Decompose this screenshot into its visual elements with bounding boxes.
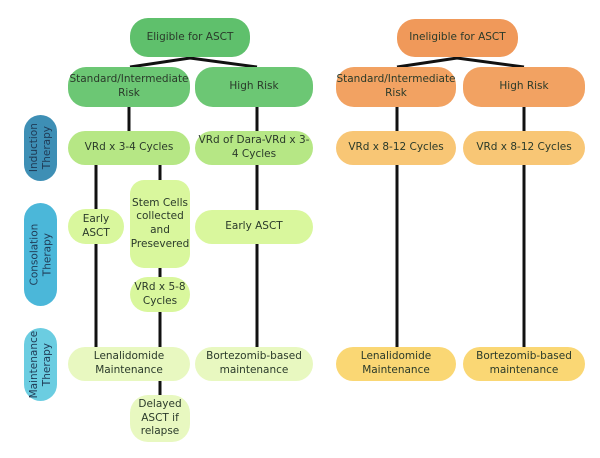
eligible-standard-maintenance: Lenalidomide Maintenance bbox=[68, 347, 190, 381]
early-asct-right: Early ASCT bbox=[195, 210, 313, 244]
ineligible-high-induction: VRd x 8-12 Cycles bbox=[463, 131, 585, 165]
eligible-high-maintenance: Bortezomib-based maintenance bbox=[195, 347, 313, 381]
ineligible-standard-maintenance: Lenalidomide Maintenance bbox=[336, 347, 456, 381]
ineligible-node: Ineligible for ASCT bbox=[397, 19, 518, 57]
stem-cells-node: Stem Cells collected and Presevered bbox=[130, 180, 190, 268]
eligible-standard-induction: VRd x 3-4 Cycles bbox=[68, 131, 190, 165]
phase-consolidation: Consolation Therapy bbox=[24, 203, 57, 306]
ineligible-standard-node: Standard/Intermediate Risk bbox=[336, 67, 456, 107]
ineligible-high-maintenance: Bortezomib-based maintenance bbox=[463, 347, 585, 381]
delayed-asct-node: Delayed ASCT if relapse bbox=[130, 395, 190, 442]
ineligible-high-node: High Risk bbox=[463, 67, 585, 107]
ineligible-standard-induction: VRd x 8-12 Cycles bbox=[336, 131, 456, 165]
eligible-high-node: High Risk bbox=[195, 67, 313, 107]
eligible-standard-node: Standard/Intermediate Risk bbox=[68, 67, 190, 107]
phase-induction: Induction Therapy bbox=[24, 115, 57, 181]
eligible-high-induction: VRd of Dara-VRd x 3-4 Cycles bbox=[195, 131, 313, 165]
eligible-node: Eligible for ASCT bbox=[130, 18, 250, 57]
early-asct-left: Early ASCT bbox=[68, 209, 124, 244]
vrd-5-8-node: VRd x 5-8 Cycles bbox=[130, 277, 190, 312]
phase-maintenance: Maintenance Therapy bbox=[24, 328, 57, 401]
